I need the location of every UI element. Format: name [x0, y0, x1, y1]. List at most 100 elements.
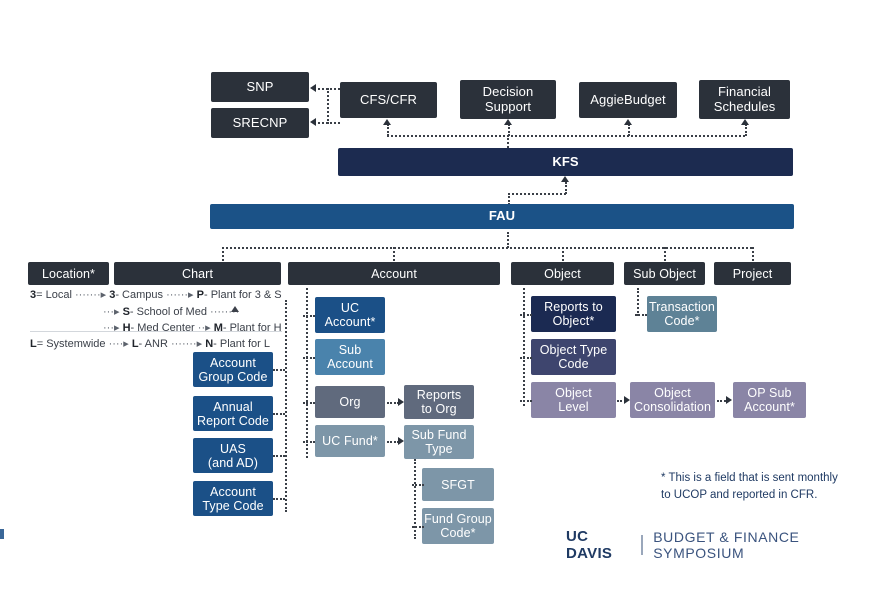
brand-lockup: UC DAVIS BUDGET & FINANCE SYMPOSIUM	[566, 528, 870, 562]
brand-name: UC DAVIS	[566, 528, 613, 562]
column-header-chart[interactable]: Chart	[114, 262, 281, 285]
system-box-decision-support[interactable]: Decision Support	[460, 80, 556, 119]
connector-object-to-object-type-code	[520, 357, 532, 359]
unit-bar-fau[interactable]: FAU	[210, 204, 794, 229]
account-box-uc-fund[interactable]: UC Fund*	[315, 425, 385, 457]
connector-bus-to-chart	[222, 247, 224, 261]
connector-kfs-to-financial-schedules	[745, 124, 747, 136]
account-box-sub-account[interactable]: Sub Account	[315, 339, 385, 375]
hier-code-l: L	[30, 338, 37, 350]
connector-fau-to-kfs-vertical	[565, 182, 567, 194]
brand-tagline: BUDGET & FINANCE SYMPOSIUM	[653, 529, 800, 561]
arrow-up-cfs-icon	[383, 119, 391, 125]
system-box-financial-schedules[interactable]: Financial Schedules	[699, 80, 790, 119]
object-box-reports-to-object[interactable]: Reports to Object*	[531, 296, 616, 332]
object-box-op-sub-account[interactable]: OP Sub Account*	[733, 382, 806, 418]
connector-fau-column-stem	[507, 232, 509, 248]
connector-fau-to-kfs-horizontal	[508, 193, 566, 195]
connector-cfs-to-snp-vertical	[327, 88, 329, 124]
connector-chart-to-account-group-code	[273, 369, 285, 371]
connector-sub-object-spine	[637, 288, 639, 316]
hierarchy-divider	[30, 331, 282, 332]
connector-chart-to-annual-report-code	[273, 413, 285, 415]
column-header-project[interactable]: Project	[714, 262, 791, 285]
connector-object-spine	[523, 288, 525, 406]
hier-label-plant-l: - Plant for L	[213, 338, 270, 350]
connector-fau-column-bus	[222, 247, 752, 249]
arrow-up-aggiebudget-icon	[624, 119, 632, 125]
connector-kfs-bus	[387, 135, 745, 137]
chart-box-account-group-code[interactable]: Account Group Code	[193, 352, 273, 387]
connector-chart-to-uas	[273, 455, 285, 457]
fund-box-sfgt[interactable]: SFGT	[422, 468, 494, 501]
object-box-object-consolidation[interactable]: Object Consolidation	[630, 382, 715, 418]
chart-box-account-type-code[interactable]: Account Type Code	[193, 481, 273, 516]
fund-box-fund-group-code[interactable]: Fund Group Code*	[422, 508, 494, 544]
arrow-up-school-of-med-icon	[231, 306, 239, 312]
account-box-org[interactable]: Org	[315, 386, 385, 418]
hier-label-campus: - Campus	[115, 289, 164, 301]
object-box-object-level[interactable]: Object Level	[531, 382, 616, 418]
connector-org-to-reports-to-org	[387, 402, 399, 404]
connector-kfs-to-cfs	[387, 124, 389, 136]
connector-account-to-org	[303, 402, 315, 404]
hier-label-plant-3s: - Plant for 3 & S	[203, 289, 282, 301]
account-box-reports-to-org[interactable]: Reports to Org	[404, 385, 474, 419]
connector-bus-to-project	[752, 247, 754, 261]
connector-bus-to-object	[562, 247, 564, 261]
hierarchy-row-school-of-med: ···▸ S- School of Med ········	[103, 305, 239, 318]
system-box-srecnp[interactable]: SRECNP	[211, 108, 309, 138]
hier-dots-7: ····▸	[108, 338, 132, 350]
sub-object-box-transaction-code[interactable]: Transaction Code*	[647, 296, 717, 332]
object-box-object-type-code[interactable]: Object Type Code	[531, 339, 616, 375]
column-header-object[interactable]: Object	[511, 262, 614, 285]
hier-code-p: P	[196, 289, 204, 301]
connector-bus-to-account	[393, 247, 395, 261]
hier-code-3: 3	[30, 289, 37, 301]
connector-fau-stem	[508, 193, 510, 205]
connector-sub-fund-spine	[414, 459, 416, 539]
connector-chart-spine	[285, 300, 287, 512]
connector-consolidation-to-op-sub-account	[717, 400, 726, 402]
connector-kfs-to-decision-support	[508, 124, 510, 136]
account-box-uc-account[interactable]: UC Account*	[315, 297, 385, 333]
column-header-account[interactable]: Account	[288, 262, 500, 285]
system-box-snp[interactable]: SNP	[211, 72, 309, 102]
connector-sub-fund-to-sfgt	[412, 484, 424, 486]
system-bar-kfs[interactable]: KFS	[338, 148, 793, 176]
chart-box-annual-report-code[interactable]: Annual Report Code	[193, 396, 273, 431]
arrow-right-sub-fund-type-icon	[398, 437, 404, 445]
system-box-cfs-cfr[interactable]: CFS/CFR	[340, 82, 437, 118]
connector-object-level-to-consolidation	[617, 400, 626, 402]
connector-chart-to-account-type-code	[273, 498, 285, 500]
hier-dots-5: ···▸	[103, 322, 123, 334]
connector-kfs-bus-stem	[507, 135, 509, 148]
connector-kfs-to-aggiebudget	[628, 124, 630, 136]
hier-code-l-anr: L	[131, 338, 139, 350]
hier-label-med-center: - Med Center	[130, 322, 195, 334]
hier-label-local: = Local	[36, 289, 72, 301]
edge-marker	[0, 529, 4, 539]
chart-box-uas-and-ad[interactable]: UAS (and AD)	[193, 438, 273, 473]
hier-code-campus: 3	[109, 289, 116, 301]
arrow-to-snp-icon	[310, 84, 316, 92]
hier-dots-3: ···▸	[103, 306, 123, 318]
hierarchy-row-local: 3= Local ·······▸ 3- Campus ······▸ P- P…	[30, 288, 282, 301]
hier-label-systemwide: = Systemwide	[36, 338, 106, 350]
hier-code-n: N	[205, 338, 214, 350]
hier-dots-1: ·······▸	[74, 289, 110, 301]
connector-account-spine	[306, 288, 308, 458]
connector-uc-fund-to-sub-fund-type	[387, 441, 399, 443]
hier-dots-6: ··▸	[197, 322, 214, 334]
column-header-location[interactable]: Location*	[28, 262, 109, 285]
hier-code-m: M	[213, 322, 223, 334]
column-header-sub-object[interactable]: Sub Object	[624, 262, 705, 285]
system-box-aggiebudget[interactable]: AggieBudget	[579, 82, 677, 118]
arrow-up-decision-support-icon	[504, 119, 512, 125]
account-box-sub-fund-type[interactable]: Sub Fund Type	[404, 425, 474, 459]
hier-dots-8: ·······▸	[170, 338, 206, 350]
hier-label-anr: - ANR	[138, 338, 168, 350]
brand-divider	[641, 535, 644, 555]
connector-account-to-uc-fund	[303, 441, 315, 443]
